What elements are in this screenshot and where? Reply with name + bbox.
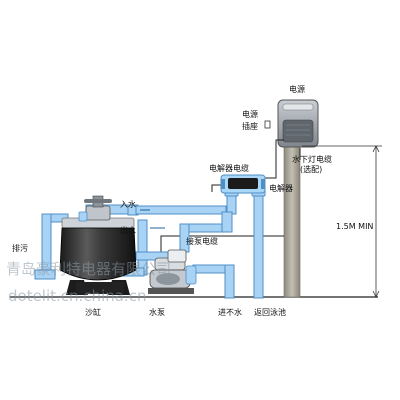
label-water-out: 出水	[120, 225, 136, 235]
power-supply-unit	[277, 99, 319, 148]
water-pump	[148, 249, 197, 294]
label-pump-cable: 接泵电缆	[186, 236, 218, 246]
sand-filter-tank	[59, 195, 137, 295]
support-post	[283, 127, 301, 298]
label-electrolyzer: 电解器	[269, 183, 293, 193]
label-underwater-light-cable-2: (选配)	[300, 164, 322, 174]
watermark-company: 青岛豪利特电器有限公司	[6, 260, 171, 278]
height-dimension	[302, 145, 382, 298]
label-power-supply: 电源	[289, 84, 305, 94]
electrolyzer-cable-line	[211, 184, 224, 192]
label-power-socket-2: 插座	[242, 121, 258, 131]
label-underwater-light-cable-1: 水下灯电缆	[292, 154, 332, 164]
label-inlet-water: 进不水	[218, 307, 242, 317]
label-drain: 排污	[12, 243, 28, 253]
power-socket	[264, 120, 271, 129]
watermark-url: dotelit.cn.china.cn	[8, 287, 146, 305]
power-to-electrolyzer-cable	[263, 139, 284, 179]
label-electrolyzer-cable: 电解器电缆	[209, 163, 249, 173]
label-return-to-pool: 返回泳池	[254, 307, 286, 317]
label-water-in: 入水	[120, 199, 136, 209]
label-height: 1.5M MIN	[336, 222, 373, 231]
label-sand-tank: 沙缸	[85, 307, 101, 317]
electrolyzer-unit	[220, 174, 266, 194]
pipework	[34, 189, 266, 299]
label-water-pump: 水泵	[149, 307, 165, 317]
label-power-socket-1: 电源	[242, 109, 258, 119]
